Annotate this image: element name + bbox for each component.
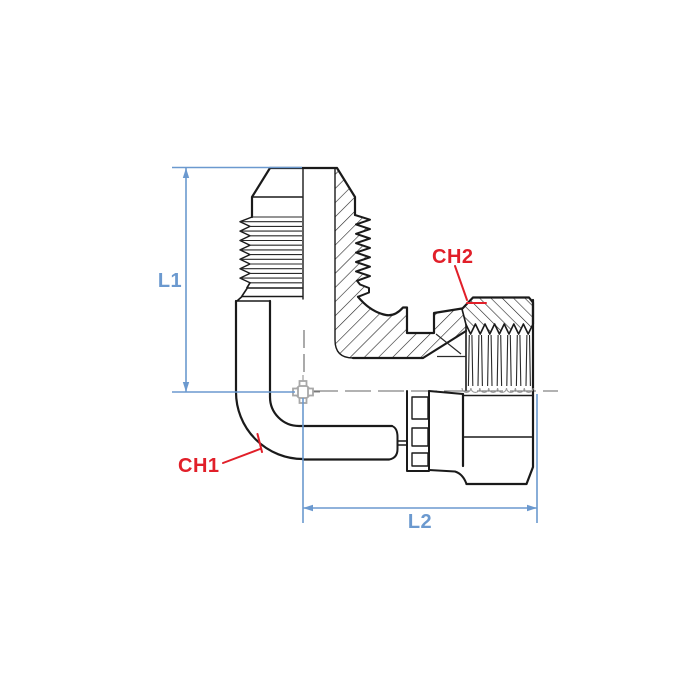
l2-label: L2 [408, 511, 432, 533]
flare-nose-detail [435, 331, 467, 358]
ch2-leader-line [454, 265, 487, 304]
nut-band-outline [460, 296, 535, 326]
tube-end-cap [388, 425, 399, 461]
collar-grooves [411, 396, 429, 467]
nut-thread-scallops [461, 387, 534, 393]
dimension-l1: L1 [158, 166, 302, 393]
elbow-exterior [234, 299, 394, 461]
nut-taper [428, 390, 468, 485]
bore-bottom-and-seat [351, 329, 468, 360]
male-thread-right-crest [354, 214, 371, 298]
l1-label: L1 [158, 270, 182, 292]
l1-arrow-top [182, 168, 190, 178]
swivel-neck [396, 440, 408, 446]
l2-arrow-left [303, 504, 313, 512]
swivel-collar [406, 390, 430, 472]
body-section-hatch [335, 169, 466, 358]
ch2-label: CH2 [432, 246, 474, 268]
ch1-leader-line [222, 433, 263, 464]
nut-hex-lines [462, 394, 534, 438]
body-upper-profile [356, 295, 464, 335]
bore-lines [302, 167, 354, 359]
nut-hex [461, 298, 535, 486]
nut-thread-teeth [461, 308, 534, 335]
ch1-label: CH1 [178, 455, 220, 477]
l2-arrow-right [527, 504, 537, 512]
callout-ch2: CH2 [432, 246, 487, 304]
l2-extension-lines [302, 394, 538, 523]
callout-ch1: CH1 [178, 433, 263, 477]
fitting-outline [234, 166, 535, 486]
center-mark-tab-top [298, 380, 308, 387]
dimension-l2: L2 [302, 394, 538, 533]
nut-thread-columns [467, 334, 531, 387]
section-hatching [335, 169, 533, 358]
center-mark-tab-right [307, 387, 314, 397]
nut-section-hatch [462, 297, 533, 334]
male-thread-lines [240, 216, 302, 284]
l1-extension-lines [172, 166, 302, 393]
male-thread-left-crest [239, 216, 253, 289]
l1-arrow-bottom [182, 382, 190, 392]
male-thread-runout [236, 282, 303, 302]
